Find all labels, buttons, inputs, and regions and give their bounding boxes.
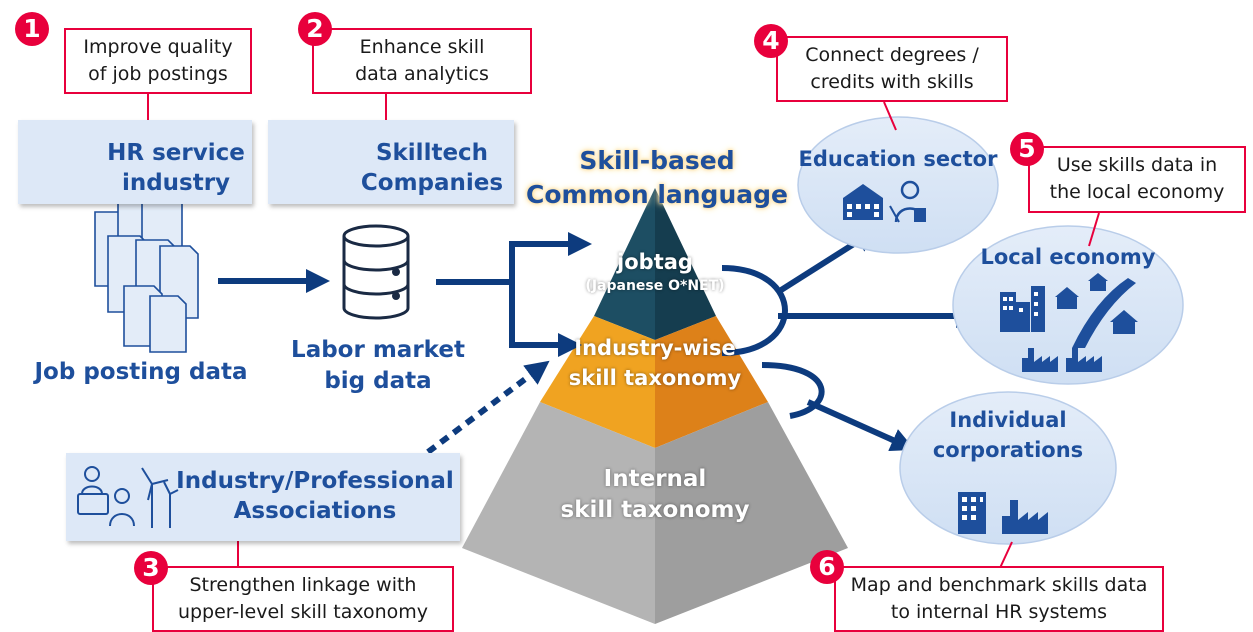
hr-service-line1: HR service [107, 140, 245, 166]
industry-taxonomy-line1: Industry-wise [574, 336, 736, 360]
industry-taxonomy-line2: skill taxonomy [568, 366, 742, 390]
pyramid-top-left [594, 188, 655, 340]
callout-5-line1: Use skills data in [1056, 154, 1218, 176]
education-oval [797, 116, 999, 254]
pyramid-heading-line1: Skill-based [579, 146, 735, 175]
callout-1-box [64, 28, 252, 94]
callout-2-line2: data analytics [355, 63, 489, 85]
callout-4-text: Connect degrees / credits with skills [776, 42, 1008, 96]
associations-line1: Industry/Professional [176, 468, 454, 494]
japanese-onet-label: (Japanese O*NET) [585, 278, 725, 294]
skilltech-line1: Skilltech [375, 140, 489, 166]
arrow-industry-branch [761, 362, 825, 419]
pyramid-top-right [655, 188, 716, 340]
hr-service-box [18, 120, 252, 204]
internal-taxonomy-line2: skill taxonomy [560, 497, 750, 523]
callout-5-number-badge: 5 [1010, 132, 1044, 166]
callout-3-line1: Strengthen linkage with [189, 574, 417, 596]
local-economy-label: Local economy [980, 245, 1156, 269]
callout-3-box [152, 566, 454, 632]
callout-1-line2: of job postings [88, 63, 228, 85]
pyramid-bottom-right [655, 402, 848, 624]
skilltech-line2: Companies [360, 170, 504, 196]
pyramid [462, 188, 848, 624]
pyramid-heading: Skill-based Common language [514, 144, 800, 212]
school-teacher-icon [843, 180, 926, 223]
corporations-line1: Individual [949, 408, 1067, 432]
pyramid-bottom-left [462, 402, 655, 624]
internal-taxonomy-line1: Internal [603, 466, 707, 492]
arrow-jobtag-branch [721, 265, 788, 356]
arrow-to-industry-taxonomy [509, 282, 582, 357]
associations-label: Industry/Professional Associations [170, 466, 460, 526]
skilltech-label: Skilltech Companies [350, 138, 514, 198]
callout-4-number-badge: 4 [754, 24, 788, 58]
callout-4-line1: Connect degrees / [805, 44, 979, 66]
associations-line2: Associations [233, 498, 397, 524]
labor-market-line1: Labor market [291, 337, 465, 363]
document-stack-icon [94, 191, 199, 353]
arrow-associations-dotted [426, 360, 550, 455]
corporations-line2: corporations [932, 438, 1084, 462]
callout-2-number-badge: 2 [298, 12, 332, 46]
callout-4-line2: credits with skills [810, 71, 974, 93]
arrow-to-jobtag [509, 232, 592, 282]
callout-2-box [312, 28, 532, 94]
education-sector-label: Education sector [798, 147, 998, 171]
callout-3-number-badge: 3 [134, 551, 168, 585]
callout-3-line2: upper-level skill taxonomy [177, 601, 429, 623]
callout-6-number-badge: 6 [810, 550, 844, 584]
jobtag-label: jobtag [617, 250, 693, 274]
callout-5-text: Use skills data in the local economy [1028, 152, 1246, 206]
office-factory-icon [958, 492, 1048, 534]
job-posting-data-label: Job posting data [34, 359, 248, 385]
callout-5-box [1028, 146, 1246, 213]
pyramid-heading-line2: Common language [526, 180, 788, 209]
callout-2-line1: Enhance skill [359, 36, 485, 58]
associations-box [66, 453, 460, 541]
pyramid-top-label: jobtag (Japanese O*NET) [555, 248, 755, 296]
workers-wind-turbine-icon [77, 466, 179, 528]
callout-1-number-badge: 1 [15, 12, 49, 46]
database-icon [342, 224, 410, 320]
callout-6-text: Map and benchmark skills data to interna… [834, 572, 1164, 626]
callout-2-text: Enhance skill data analytics [312, 34, 532, 88]
callout-6-line1: Map and benchmark skills data [850, 574, 1148, 596]
callout-5-line2: the local economy [1049, 181, 1225, 203]
callout-1-line1: Improve quality [83, 36, 233, 58]
labor-market-line2: big data [324, 368, 432, 394]
arrow-to-corporations [806, 399, 915, 452]
hr-service-label: HR service industry [100, 138, 252, 198]
pyramid-bottom-label: Internal skill taxonomy [535, 464, 775, 526]
skilltech-box [268, 120, 514, 204]
pyramid-middle-label: Industry-wise skill taxonomy [550, 333, 760, 393]
corporations-oval [899, 391, 1117, 545]
labor-market-label: Labor market big data [290, 335, 466, 397]
city-houses-factory-icon [1000, 273, 1138, 372]
callout-3-text: Strengthen linkage with upper-level skil… [152, 572, 454, 626]
callout-1-text: Improve quality of job postings [64, 34, 252, 88]
pyramid-middle-right [655, 316, 768, 448]
pyramid-middle-left [540, 316, 655, 448]
corporations-label: Individual corporations [908, 405, 1108, 465]
callout-6-line2: to internal HR systems [890, 601, 1108, 623]
callout-connectors [147, 94, 1100, 569]
callout-4-box [776, 36, 1008, 102]
hr-service-line2: industry [121, 170, 231, 196]
